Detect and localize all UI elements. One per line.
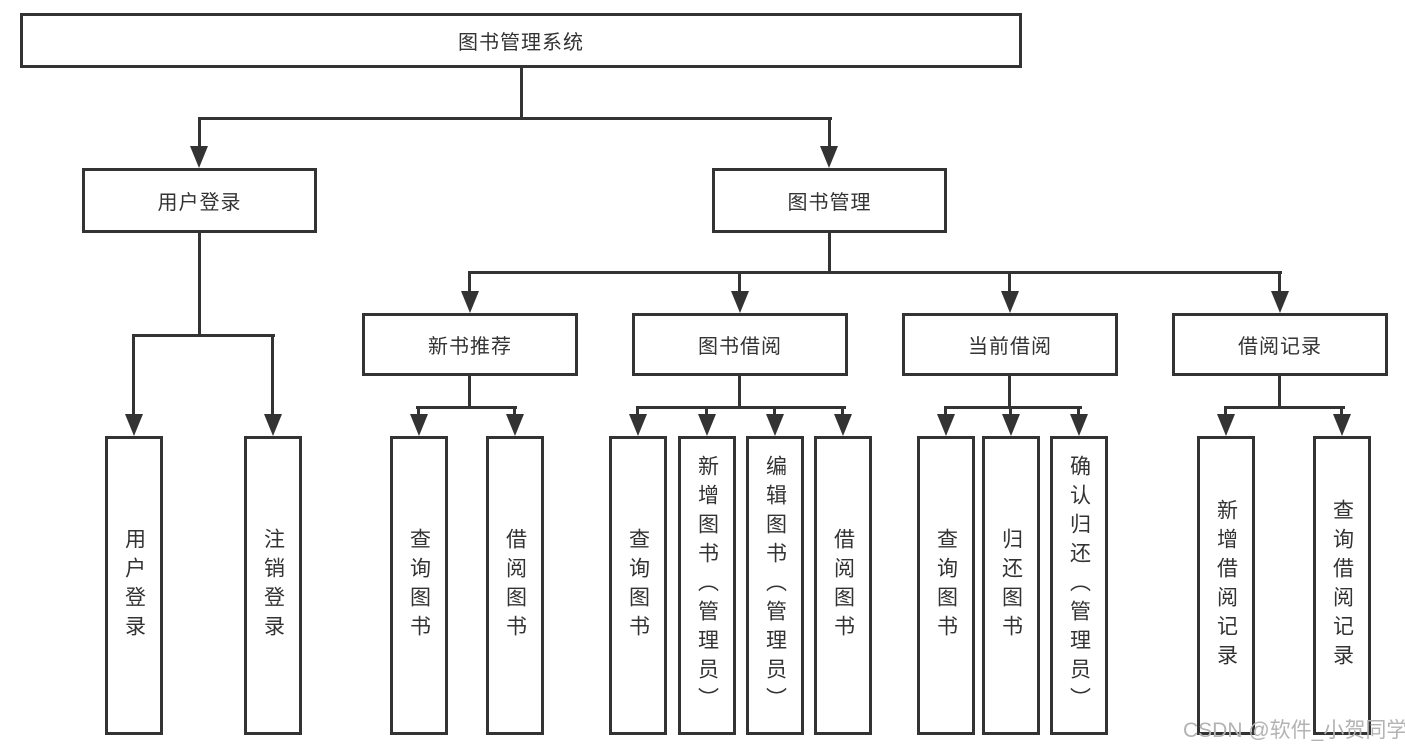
connector-leaf-drop bbox=[1077, 406, 1080, 418]
connector-level3-drop bbox=[468, 271, 471, 295]
arrowhead-icon bbox=[1333, 414, 1351, 436]
node-current-borrow-label: 当前借阅 bbox=[968, 336, 1052, 358]
leaf-user-login: 用户登录 bbox=[105, 436, 163, 735]
leaf-confirm-return-admin: 确认归还（管理员） bbox=[1050, 436, 1108, 735]
arrowhead-icon bbox=[1271, 291, 1289, 313]
connector-leaf-drop bbox=[271, 334, 274, 420]
node-book-borrow-label: 图书借阅 bbox=[698, 336, 782, 358]
connector-subtree-stem bbox=[1278, 376, 1281, 409]
arrowhead-icon bbox=[766, 414, 784, 436]
connector-level3-hline bbox=[468, 271, 1282, 274]
node-borrow-records: 借阅记录 bbox=[1172, 313, 1388, 376]
leaf-edit-books-admin: 编辑图书（管理员） bbox=[746, 436, 804, 735]
arrowhead-icon bbox=[1002, 414, 1020, 436]
leaf-query-borrow-record: 查询借阅记录 bbox=[1313, 436, 1371, 735]
arrowhead-icon bbox=[506, 414, 524, 436]
connector-book-mgmt-drop bbox=[828, 117, 831, 151]
node-borrow-records-label: 借阅记录 bbox=[1238, 336, 1322, 358]
node-root-label: 图书管理系统 bbox=[458, 32, 584, 54]
connector-subtree-hline bbox=[416, 406, 517, 409]
arrowhead-icon bbox=[1070, 414, 1088, 436]
connector-subtree-hline bbox=[636, 406, 846, 409]
connector-leaf-drop bbox=[636, 406, 639, 418]
connector-subtree-stem bbox=[468, 376, 471, 409]
arrowhead-icon bbox=[264, 414, 282, 436]
connector-leaf-drop bbox=[513, 406, 516, 418]
connector-subtree-stem bbox=[1008, 376, 1011, 409]
leaf-return-books: 归还图书 bbox=[982, 436, 1040, 735]
csdn-watermark: CSDN @软件_小贺同学 bbox=[1183, 719, 1405, 742]
connector-level3-drop bbox=[1008, 271, 1011, 295]
arrowhead-icon bbox=[698, 414, 716, 436]
leaf-borrow-books-2: 借阅图书 bbox=[814, 436, 872, 735]
arrowhead-icon bbox=[410, 414, 428, 436]
connector-subtree-hline bbox=[1224, 406, 1345, 409]
connector-level3-drop bbox=[1278, 271, 1281, 295]
connector-leaf-drop bbox=[773, 406, 776, 418]
connector-subtree-stem bbox=[738, 376, 741, 409]
node-new-book-recommend: 新书推荐 bbox=[362, 313, 578, 376]
connector-book-mgmt-stem bbox=[828, 233, 831, 274]
node-user-login: 用户登录 bbox=[82, 168, 317, 233]
connector-root-stem bbox=[520, 68, 523, 119]
arrowhead-icon bbox=[731, 291, 749, 313]
arrowhead-icon bbox=[1001, 291, 1019, 313]
node-book-management: 图书管理 bbox=[712, 168, 947, 233]
connector-leaf-drop bbox=[132, 334, 135, 420]
connector-leaf-drop bbox=[1224, 406, 1227, 418]
node-current-borrow: 当前借阅 bbox=[902, 313, 1118, 376]
connector-leaf-drop bbox=[944, 406, 947, 418]
connector-user-login-stem bbox=[198, 233, 201, 337]
node-user-login-label: 用户登录 bbox=[157, 192, 242, 214]
node-book-borrow: 图书借阅 bbox=[632, 313, 848, 376]
connector-user-login-hline bbox=[132, 334, 275, 337]
arrowhead-icon bbox=[629, 414, 647, 436]
leaf-query-books-1: 查询图书 bbox=[390, 436, 448, 735]
arrowhead-icon bbox=[834, 414, 852, 436]
connector-leaf-drop bbox=[417, 406, 420, 418]
leaf-borrow-books-1: 借阅图书 bbox=[486, 436, 544, 735]
leaf-add-books-admin: 新增图书（管理员） bbox=[678, 436, 736, 735]
connector-user-login-drop bbox=[198, 117, 201, 151]
node-book-management-label: 图书管理 bbox=[787, 192, 872, 214]
connector-subtree-hline bbox=[944, 406, 1082, 409]
connector-leaf-drop bbox=[1340, 406, 1343, 418]
connector-level3-drop bbox=[738, 271, 741, 295]
arrowhead-icon bbox=[937, 414, 955, 436]
arrowhead-icon bbox=[125, 414, 143, 436]
connector-leaf-drop bbox=[705, 406, 708, 418]
arrowhead-icon bbox=[190, 146, 208, 168]
node-root: 图书管理系统 bbox=[20, 13, 1022, 68]
arrowhead-icon bbox=[1217, 414, 1235, 436]
arrowhead-icon bbox=[820, 146, 838, 168]
connector-level2-hline bbox=[198, 117, 832, 120]
leaf-query-books-3: 查询图书 bbox=[917, 436, 975, 735]
connector-leaf-drop bbox=[841, 406, 844, 418]
arrowhead-icon bbox=[461, 291, 479, 313]
leaf-logout: 注销登录 bbox=[244, 436, 302, 735]
leaf-add-borrow-record: 新增借阅记录 bbox=[1197, 436, 1255, 735]
node-new-book-recommend-label: 新书推荐 bbox=[428, 336, 512, 358]
leaf-query-books-2: 查询图书 bbox=[609, 436, 667, 735]
connector-leaf-drop bbox=[1009, 406, 1012, 418]
